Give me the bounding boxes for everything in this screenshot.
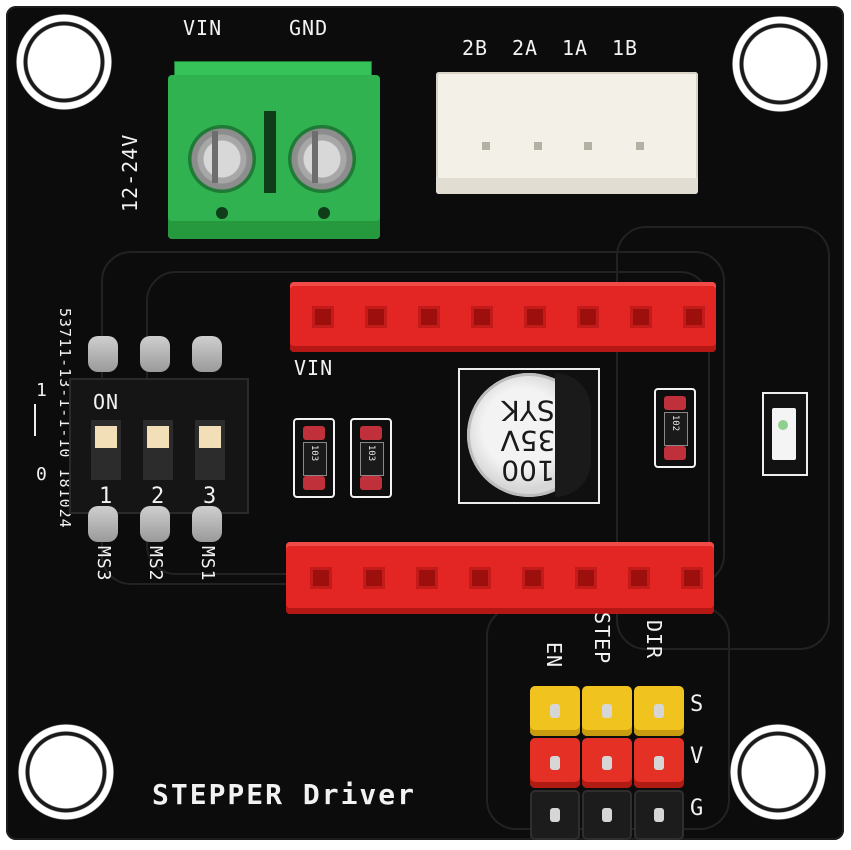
status-led	[762, 392, 808, 476]
board-title: STEPPER Driver	[152, 778, 417, 811]
gnd-pin-dir[interactable]	[634, 790, 684, 840]
microstep-dip-switch[interactable]: ON 1 2 3	[69, 378, 249, 514]
resistor-r1: 103	[293, 418, 335, 498]
ms3-label: MS3	[93, 546, 114, 582]
capacitor-voltage: 35V	[500, 424, 556, 457]
mounting-hole	[732, 16, 828, 112]
dir-label: DIR	[642, 620, 666, 660]
connector-pin	[636, 142, 644, 150]
row-label-s: S	[690, 692, 705, 717]
motor-connector	[436, 72, 698, 194]
step-label: STEP	[590, 612, 614, 665]
mounting-hole	[18, 724, 114, 820]
motor-pin-label-2a: 2A	[512, 36, 539, 60]
signal-pin-en[interactable]	[530, 686, 580, 736]
terminal-divider	[264, 111, 276, 193]
dip-leg	[192, 506, 222, 542]
resistor-r3: 102	[654, 388, 696, 468]
stepper-driver-board: VIN GND 12-24V 2B 2A 1A 1B VIN 53711-13-…	[6, 6, 844, 840]
en-label: EN	[542, 642, 566, 669]
capacitor-polarity-band	[555, 373, 591, 497]
terminal-dot	[318, 207, 330, 219]
signal-pin-dir[interactable]	[634, 686, 684, 736]
row-label-v: V	[690, 744, 705, 769]
resistor-r2: 103	[350, 418, 392, 498]
electrolytic-capacitor: 100 35V SYK	[467, 373, 591, 497]
vcc-pin-dir[interactable]	[634, 738, 684, 788]
connector-pin	[584, 142, 592, 150]
gnd-label: GND	[289, 16, 329, 40]
voltage-label: 12-24V	[118, 133, 142, 212]
power-terminal-block	[168, 61, 384, 239]
capacitor-brand: SYK	[501, 394, 555, 427]
ms1-label: MS1	[197, 546, 218, 582]
pcb-trace	[616, 226, 830, 650]
gnd-pin-step[interactable]	[582, 790, 632, 840]
capacitor-value: 100	[501, 454, 555, 487]
driver-header-top	[290, 282, 716, 352]
terminal-dot	[216, 207, 228, 219]
dip-mark-line	[34, 404, 58, 436]
capacitor-marking: 100 35V SYK	[493, 394, 563, 487]
motor-pin-label-2b: 2B	[462, 36, 489, 60]
gnd-pin-en[interactable]	[530, 790, 580, 840]
dip-leg	[140, 336, 170, 372]
ms2-label: MS2	[145, 546, 166, 582]
motor-pin-label-1b: 1B	[612, 36, 639, 60]
signal-pin-step[interactable]	[582, 686, 632, 736]
row-label-g: G	[690, 796, 705, 821]
motor-pin-label-1a: 1A	[562, 36, 589, 60]
dip-switch-3[interactable]	[195, 420, 225, 480]
dip-mark-1: 1	[36, 380, 48, 401]
dip-switch-2[interactable]	[143, 420, 173, 480]
dip-on-label: ON	[93, 390, 120, 414]
screw-vin	[188, 125, 256, 193]
dip-mark-0: 0	[36, 464, 48, 485]
dip-number-2: 2	[151, 484, 166, 509]
dip-switch-1[interactable]	[91, 420, 121, 480]
dip-leg	[192, 336, 222, 372]
connector-pin	[534, 142, 542, 150]
dip-leg	[140, 506, 170, 542]
vcc-pin-step[interactable]	[582, 738, 632, 788]
screw-gnd	[288, 125, 356, 193]
connector-pin	[482, 142, 490, 150]
mounting-hole	[730, 724, 826, 820]
dip-number-3: 3	[203, 484, 218, 509]
dip-leg	[88, 336, 118, 372]
mounting-hole	[16, 14, 112, 110]
vcc-pin-en[interactable]	[530, 738, 580, 788]
dip-leg	[88, 506, 118, 542]
driver-header-bottom	[286, 542, 714, 614]
dip-number-1: 1	[99, 484, 114, 509]
header-vin-label: VIN	[294, 356, 334, 380]
vin-label: VIN	[183, 16, 223, 40]
